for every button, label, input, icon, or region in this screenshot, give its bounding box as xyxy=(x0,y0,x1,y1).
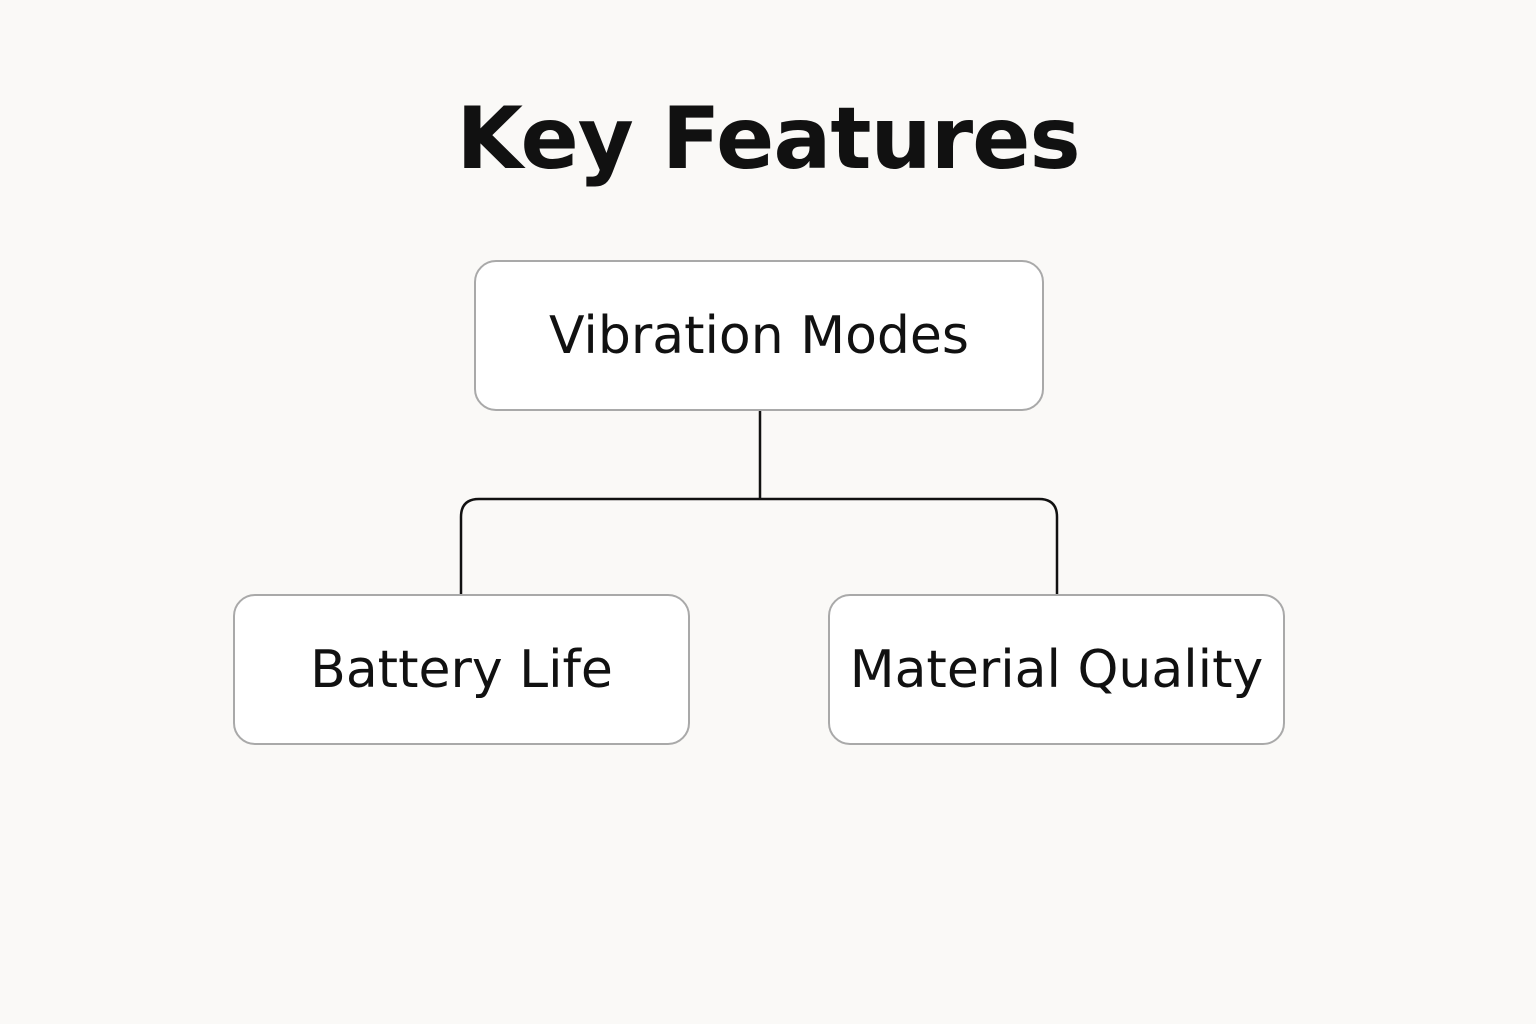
node-vibration-modes: Vibration Modes xyxy=(474,260,1044,411)
diagram-title: Key Features xyxy=(456,89,1080,189)
node-label: Battery Life xyxy=(310,639,613,700)
node-label: Material Quality xyxy=(849,639,1264,700)
node-battery-life: Battery Life xyxy=(233,594,690,745)
node-label: Vibration Modes xyxy=(548,305,970,366)
node-material-quality: Material Quality xyxy=(828,594,1285,745)
branch-connector xyxy=(459,497,1059,594)
